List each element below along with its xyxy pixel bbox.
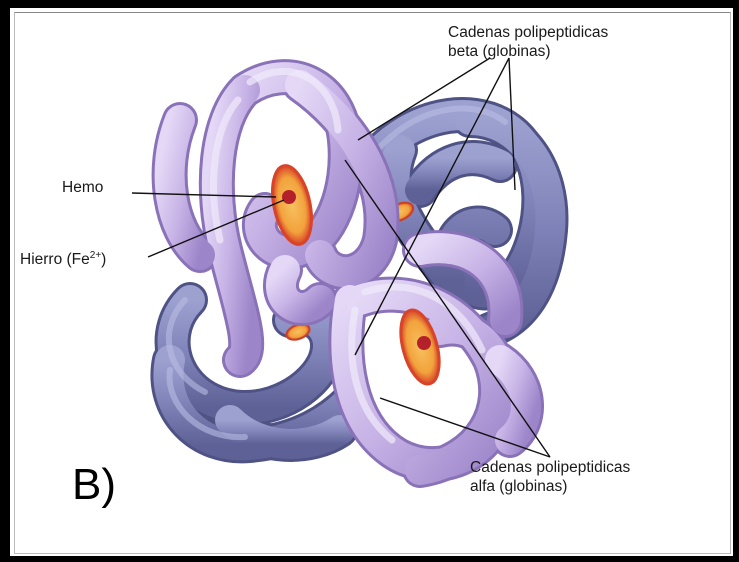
label-hierro-close: ) <box>101 251 106 268</box>
label-alfa-line2: alfa (globinas) <box>470 477 630 496</box>
label-hierro-main: Hierro (Fe <box>20 251 90 268</box>
iron-atom-left <box>282 190 296 204</box>
label-alfa-line1: Cadenas polipeptidicas <box>470 458 630 477</box>
label-hierro: Hierro (Fe2+) <box>20 246 106 269</box>
label-alfa-chains: Cadenas polipeptidicas alfa (globinas) <box>470 458 630 496</box>
panel-letter: B) <box>72 463 116 507</box>
iron-atom-right <box>417 336 431 350</box>
label-hierro-sup: 2+ <box>90 250 101 261</box>
label-beta-line1: Cadenas polipeptidicas <box>448 23 608 42</box>
label-hemo: Hemo <box>62 178 103 197</box>
label-beta-line2: beta (globinas) <box>448 42 608 61</box>
label-beta-chains: Cadenas polipeptidicas beta (globinas) <box>448 23 608 61</box>
